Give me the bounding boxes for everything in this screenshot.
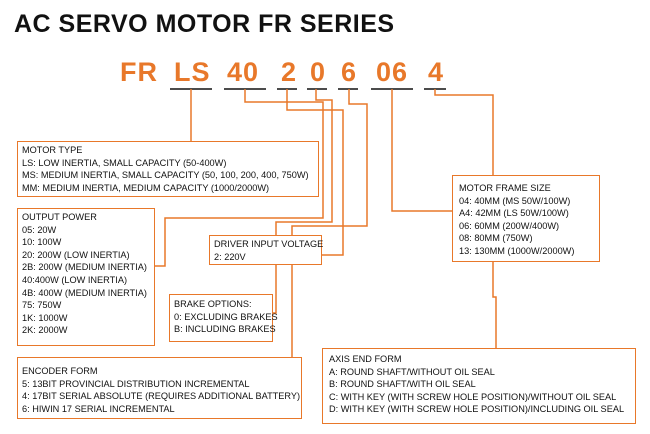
motor-type-item: MS: MEDIUM INERTIA, SMALL CAPACITY (50, … <box>22 170 309 181</box>
driver-voltage-item: 2: 220V <box>214 251 246 262</box>
motor-frame-size-item: 06: 60MM (200W/400W) <box>459 220 560 231</box>
code-segment-encoder: 6 <box>341 57 358 87</box>
code-segment-voltage: 2 <box>281 57 298 87</box>
brake-options-heading: BRAKE OPTIONS: <box>174 299 252 309</box>
output-power-item: 75: 750W <box>22 300 62 311</box>
code-segment-brake: 0 <box>310 57 327 87</box>
encoder-form-box: ENCODER FORM 5: 13BIT PROVINCIAL DISTRIB… <box>17 357 302 419</box>
output-power-item: 4B: 400W (MEDIUM INERTIA) <box>22 287 147 298</box>
output-power-heading: OUTPUT POWER <box>22 212 97 222</box>
page-title: AC SERVO MOTOR FR SERIES <box>14 10 395 38</box>
brake-options-item: 0: EXCLUDING BRAKES <box>174 311 278 322</box>
output-power-item: 05: 20W <box>22 224 57 235</box>
output-power-item: 40:400W (LOW INERTIA) <box>22 274 128 285</box>
motor-frame-size-item: 08: 80MM (750W) <box>459 233 533 244</box>
encoder-form-item: 6: HIWIN 17 SERIAL INCREMENTAL <box>22 403 175 414</box>
output-power-item: 10: 100W <box>22 237 62 248</box>
output-power-item: 2K: 2000W <box>22 325 68 336</box>
motor-type-heading: MOTOR TYPE <box>22 145 83 155</box>
brake-options-box: BRAKE OPTIONS: 0: EXCLUDING BRAKES B: IN… <box>169 294 278 342</box>
code-segment-output-power: 40 <box>227 57 260 87</box>
encoder-form-heading: ENCODER FORM <box>22 366 98 376</box>
motor-frame-size-item: 04: 40MM (MS 50W/100W) <box>459 195 571 206</box>
brake-options-item: B: INCLUDING BRAKES <box>174 324 276 335</box>
encoder-form-item: 5: 13BIT PROVINCIAL DISTRIBUTION INCREME… <box>22 378 250 389</box>
code-segment-motor-type: LS <box>174 57 211 87</box>
motor-type-item: LS: LOW INERTIA, SMALL CAPACITY (50-400W… <box>22 157 227 168</box>
output-power-box: OUTPUT POWER 05: 20W 10: 100W 20: 200W (… <box>17 208 155 346</box>
encoder-form-item: 4: 17BIT SERIAL ABSOLUTE (REQUIRES ADDIT… <box>22 391 301 402</box>
driver-voltage-heading: DRIVER INPUT VOLTAGE <box>214 239 324 249</box>
motor-type-item: MM: MEDIUM INERTIA, MEDIUM CAPACITY (100… <box>22 182 270 193</box>
axis-end-form-item: B: ROUND SHAFT/WITH OIL SEAL <box>329 379 476 390</box>
motor-frame-size-item: 13: 130MM (1000W/2000W) <box>459 245 575 256</box>
output-power-item: 2B: 200W (MEDIUM INERTIA) <box>22 262 147 273</box>
output-power-item: 20: 200W (LOW INERTIA) <box>22 249 130 260</box>
motor-frame-size-heading: MOTOR FRAME SIZE <box>459 183 551 193</box>
code-segment-series: FR <box>120 57 158 87</box>
code-segment-frame-size: 06 <box>376 57 409 87</box>
driver-voltage-box: DRIVER INPUT VOLTAGE 2: 220V <box>209 235 324 265</box>
code-segment-axis-end: 4 <box>428 57 445 87</box>
axis-end-form-item: C: WITH KEY (WITH SCREW HOLE POSITION)/W… <box>329 391 617 402</box>
motor-frame-size-item: A4: 42MM (LS 50W/100W) <box>459 208 569 219</box>
axis-end-form-item: D: WITH KEY (WITH SCREW HOLE POSITION)/I… <box>329 404 625 415</box>
output-power-item: 1K: 1000W <box>22 312 68 323</box>
motor-type-box: MOTOR TYPE LS: LOW INERTIA, SMALL CAPACI… <box>17 141 319 197</box>
motor-frame-size-box: MOTOR FRAME SIZE 04: 40MM (MS 50W/100W) … <box>452 175 600 262</box>
axis-end-form-box: AXIS END FORM A: ROUND SHAFT/WITHOUT OIL… <box>322 348 636 424</box>
axis-end-form-item: A: ROUND SHAFT/WITHOUT OIL SEAL <box>329 366 495 377</box>
axis-end-form-heading: AXIS END FORM <box>329 354 402 364</box>
